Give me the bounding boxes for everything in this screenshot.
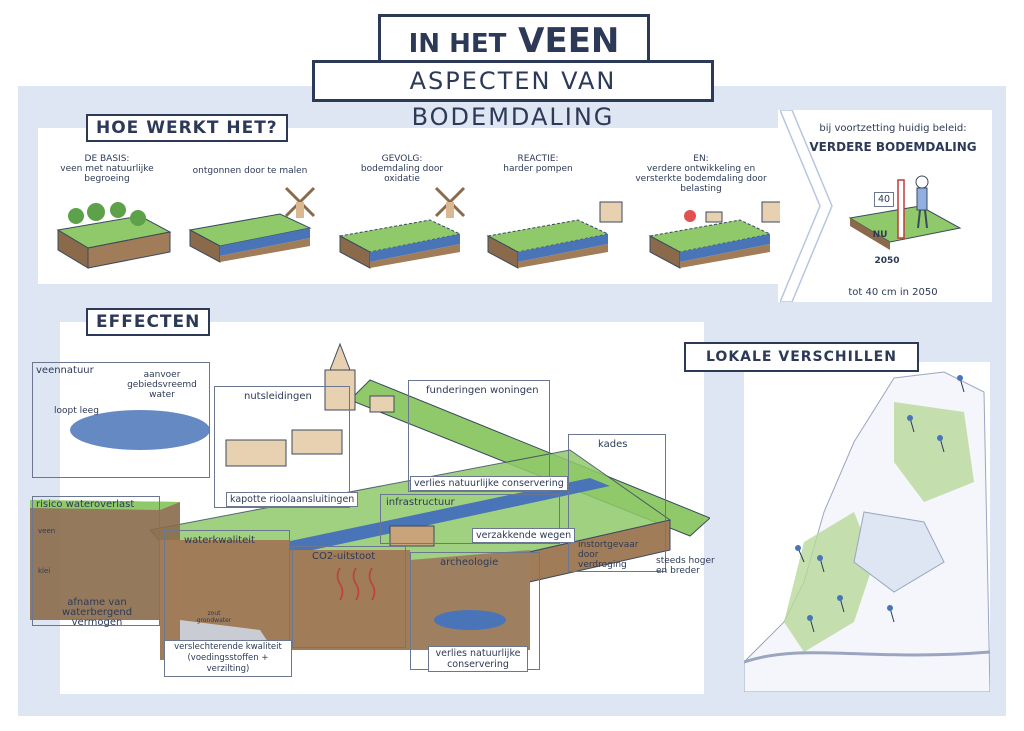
label-klei: klei — [38, 567, 51, 575]
step-1-block — [56, 202, 172, 269]
box-nutsleidingen — [214, 386, 350, 508]
label-conservering1: verlies natuurlijke conservering — [410, 476, 568, 491]
future-arrow — [780, 110, 833, 302]
label-waterkwaliteit: waterkwaliteit — [184, 535, 255, 546]
title-main: VEEN — [518, 21, 620, 61]
label-archeologie: archeologie — [440, 557, 499, 568]
label-zout: zout grondwater — [196, 610, 232, 624]
step-5-text: verdere ontwikkeling en versterkte bodem… — [635, 164, 767, 194]
step-4-label: REACTIE: harder pompen — [488, 154, 588, 174]
box-co2 — [292, 546, 406, 648]
label-co2: CO2-uitstoot — [312, 551, 376, 562]
label-conservering2: verlies natuurlijke conservering — [428, 646, 528, 672]
label-veen: veen — [38, 527, 56, 535]
title-prefix: IN HET — [408, 29, 507, 59]
step-4-head: REACTIE: — [517, 154, 559, 164]
label-kades: kades — [598, 439, 628, 450]
step-illustrations — [56, 186, 780, 269]
future-headline: VERDERE BODEMDALING — [809, 140, 977, 154]
label-funderingen: funderingen woningen — [426, 385, 539, 396]
label-wateroverlast: risico wateroverlast — [36, 499, 135, 510]
future-year: 2050 — [874, 256, 900, 266]
label-hoger: steeds hoger en breder — [656, 556, 715, 576]
step-2-text: ontgonnen door te malen — [192, 166, 308, 176]
step-1-label: DE BASIS: veen met natuurlijke begroeing — [52, 154, 162, 184]
step-4-text: harder pompen — [503, 164, 573, 174]
step-3-head: GEVOLG: — [381, 154, 423, 164]
future-pre: bij voortzetting huidig beleid: — [819, 123, 967, 134]
label-looptleeg: loopt leeg — [54, 406, 99, 416]
label-instort: instortgevaar door verdroging — [578, 540, 639, 570]
step-5-block — [648, 201, 780, 269]
label-riool: kapotte rioolaansluitingen — [226, 492, 359, 507]
effects-heading: EFFECTEN — [86, 308, 211, 336]
step-3-label: GEVOLG: bodemdaling door oxidatie — [352, 154, 452, 184]
box-wateroverlast — [32, 496, 160, 626]
step-5-head: EN: — [693, 154, 709, 164]
map-netherlands — [744, 371, 990, 692]
label-afname: afname van waterbergend vermogen — [61, 597, 133, 628]
map-heading: LOKALE VERSCHILLEN — [684, 342, 919, 372]
how-heading: HOE WERKT HET? — [86, 114, 288, 142]
subtitle: ASPECTEN VAN BODEMDALING — [312, 60, 714, 131]
future-now: NU — [872, 230, 888, 240]
main-title: IN HET VEEN — [378, 14, 650, 66]
box-infrastructuur — [380, 494, 560, 544]
step-2-label: ontgonnen door te malen — [180, 166, 320, 176]
step-3-text: bodemdaling door oxidatie — [360, 164, 444, 184]
step-1-head: DE BASIS: — [84, 154, 130, 164]
future-gauge: 40 — [874, 192, 895, 207]
step-1-text: veen met natuurlijke begroeing — [60, 164, 154, 184]
box-kades — [568, 434, 666, 572]
label-veennatuur: veennatuur — [36, 365, 94, 376]
label-aanvoer: aanvoer gebiedsvreemd water — [127, 370, 197, 400]
label-wegen: verzakkende wegen — [472, 528, 576, 543]
effects-landscape — [30, 342, 710, 660]
future-illustration — [848, 175, 962, 250]
label-verslechterend: verslechterende kwaliteit (voedingsstoff… — [164, 640, 292, 677]
step-3-block — [338, 186, 466, 269]
step-5-label: EN: verdere ontwikkeling en versterkte b… — [626, 154, 776, 194]
label-nutsleidingen: nutsleidingen — [244, 391, 312, 402]
step-4-block — [486, 201, 623, 269]
future-footer: tot 40 cm in 2050 — [848, 287, 938, 298]
label-infrastructuur: infrastructuur — [386, 497, 455, 508]
box-funderingen — [408, 380, 550, 492]
box-veennatuur — [32, 362, 210, 478]
step-2-block — [188, 186, 316, 263]
